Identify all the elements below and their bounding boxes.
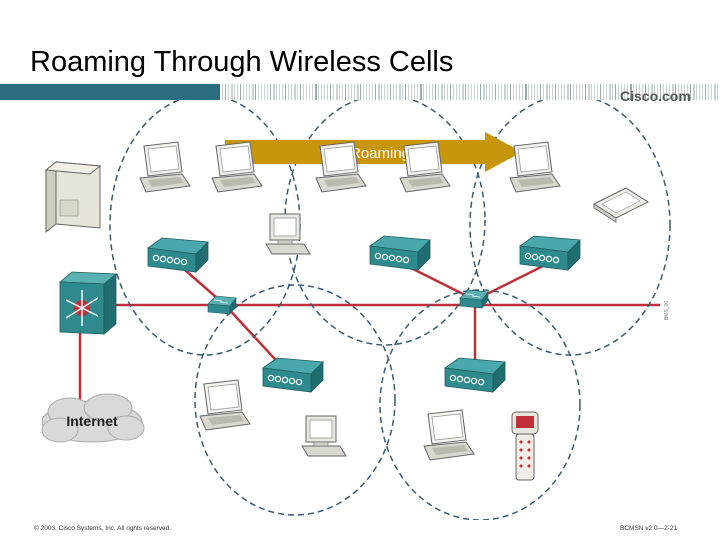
wired-links <box>78 263 660 420</box>
pda-device <box>592 187 650 223</box>
laptop <box>509 141 561 193</box>
roaming-label: Roaming <box>350 145 410 162</box>
internet-cloud: Internet <box>41 393 145 443</box>
wireless-roaming-diagram: Roaming Internet <box>41 100 671 520</box>
laptop <box>423 409 475 461</box>
handheld-scanner <box>511 411 539 481</box>
cisco-brand: Cisco.com <box>620 88 691 104</box>
slide-title: Roaming Through Wireless Cells <box>30 46 454 78</box>
server <box>44 160 102 234</box>
switch-left <box>207 295 237 315</box>
access-point <box>444 357 506 393</box>
access-point <box>262 357 324 393</box>
access-point <box>369 235 431 271</box>
side-tag: BMS_00 <box>664 300 670 320</box>
laptop <box>139 141 191 193</box>
switch-right <box>459 289 489 309</box>
header-bar <box>0 84 718 100</box>
roaming-arrow: Roaming <box>225 132 522 172</box>
laptop <box>199 379 251 431</box>
access-point <box>519 235 581 271</box>
course-code: BCMSN v2.0—2-21 <box>620 525 678 532</box>
copyright-notice: © 2003, Cisco Systems, Inc. All rights r… <box>34 525 172 532</box>
internet-label: Internet <box>66 413 118 429</box>
router <box>58 271 118 335</box>
desktop-computer <box>301 415 347 457</box>
access-point <box>147 237 209 273</box>
desktop-computer <box>265 213 311 255</box>
